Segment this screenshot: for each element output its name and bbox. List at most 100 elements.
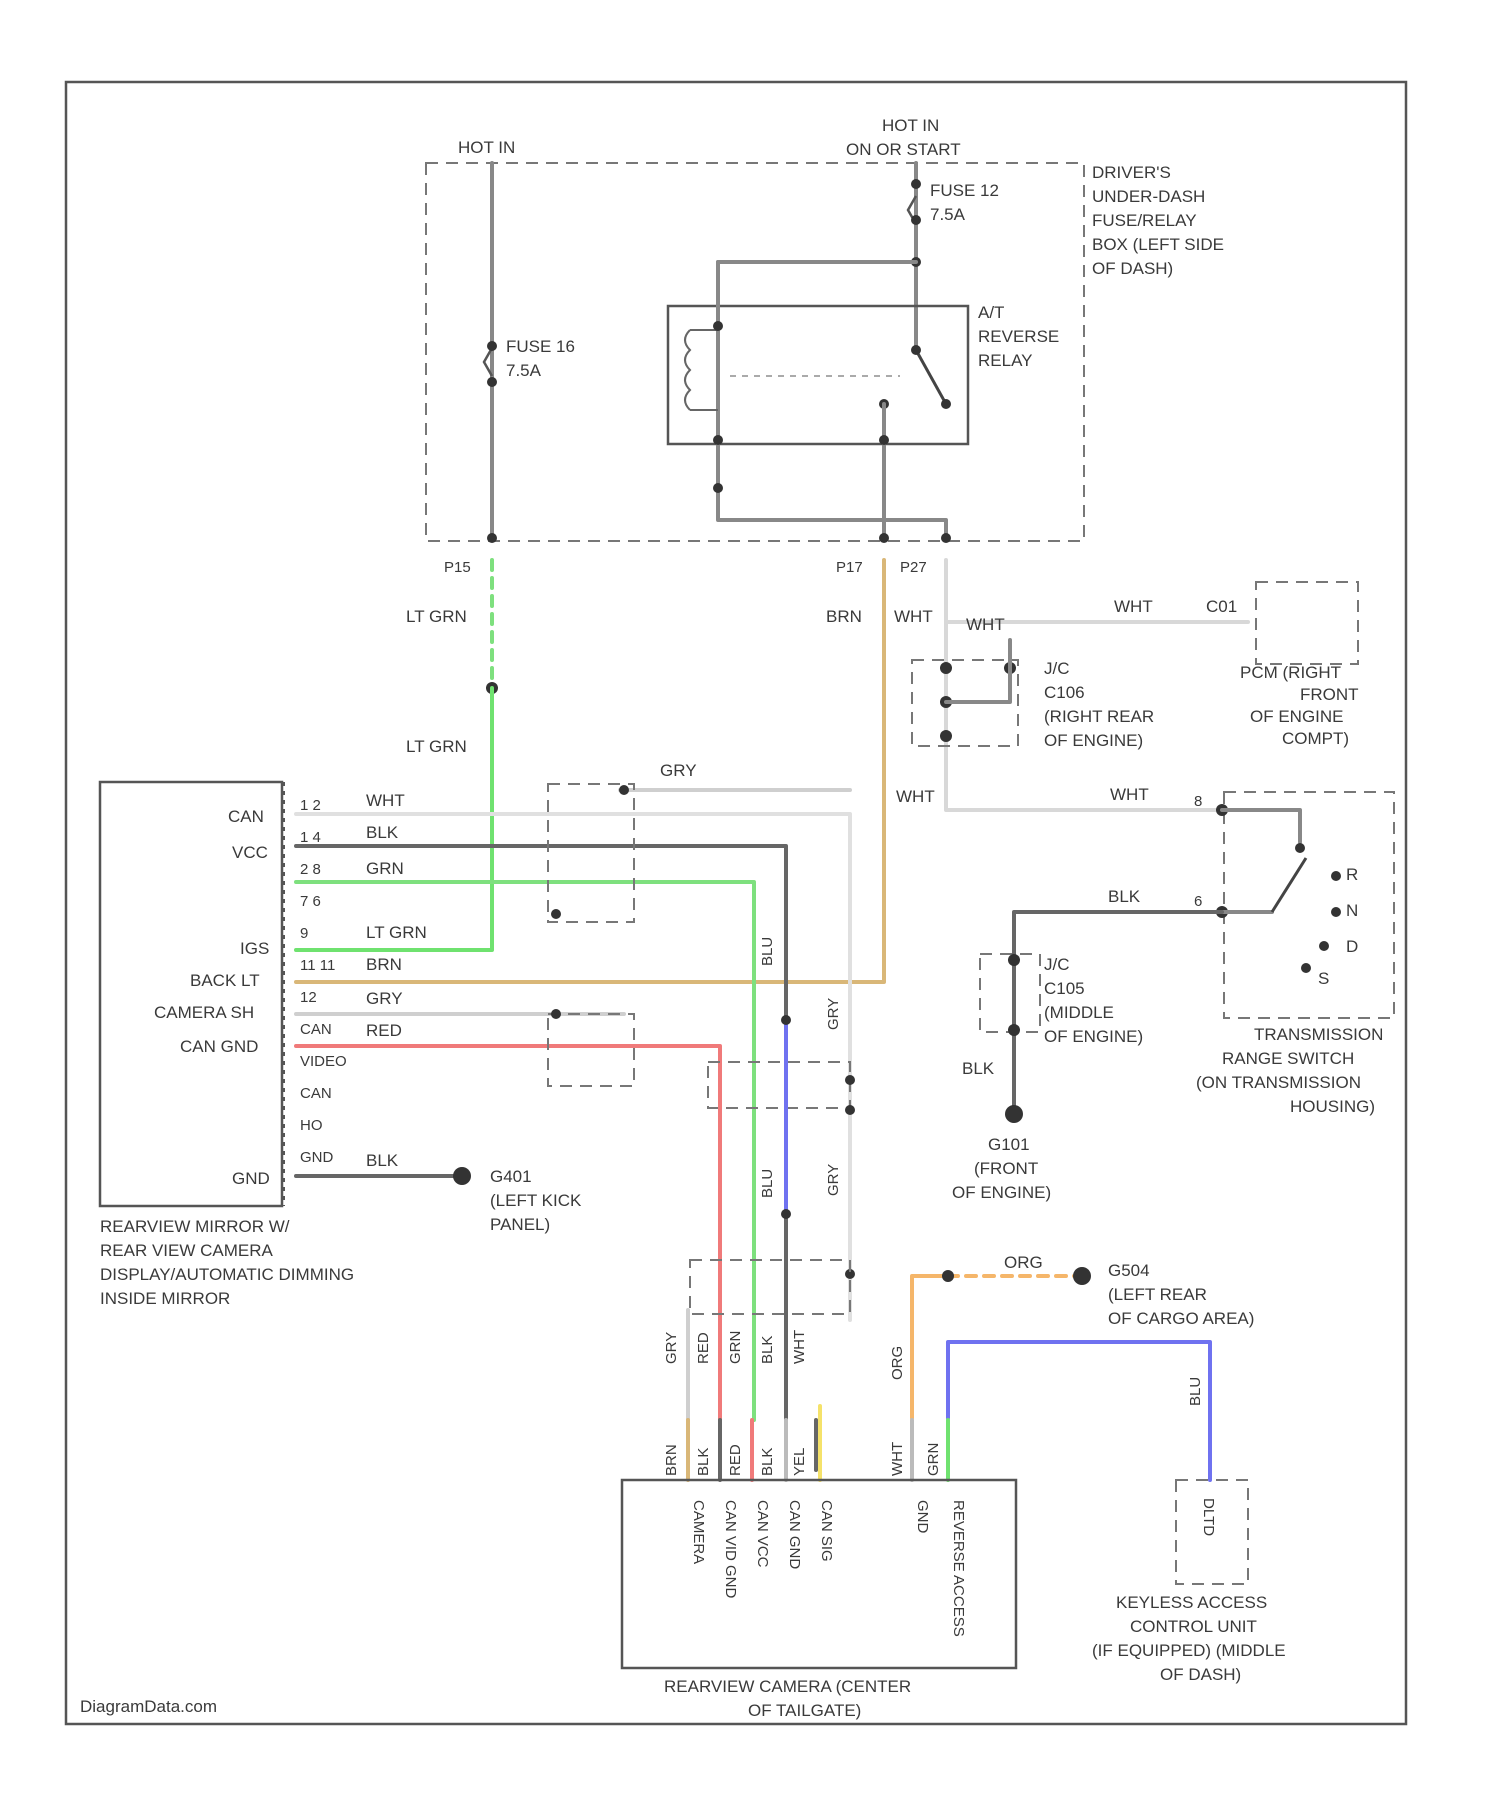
jc-node <box>940 730 952 742</box>
gry-label: GRY <box>825 1164 842 1196</box>
svg-text:REAR VIEW CAMERA: REAR VIEW CAMERA <box>100 1241 274 1260</box>
svg-text:(ON TRANSMISSION: (ON TRANSMISSION <box>1196 1073 1361 1092</box>
relay-label: RELAY <box>978 351 1033 370</box>
pin-p17: P17 <box>836 559 863 576</box>
shield-box <box>690 1260 850 1314</box>
pin-p27: P27 <box>900 559 927 576</box>
keyless-pin: DLTD <box>1200 1498 1217 1536</box>
svg-text:RED: RED <box>695 1332 712 1364</box>
gry-label: GRY <box>366 989 403 1008</box>
svg-text:KEYLESS ACCESS: KEYLESS ACCESS <box>1116 1593 1267 1612</box>
svg-text:CAN GND: CAN GND <box>786 1500 803 1569</box>
relay-node <box>879 435 889 445</box>
svg-text:9: 9 <box>300 925 308 942</box>
svg-text:BOX (LEFT SIDE: BOX (LEFT SIDE <box>1092 235 1224 254</box>
svg-text:INSIDE MIRROR: INSIDE MIRROR <box>100 1289 230 1308</box>
svg-text:1 4: 1 4 <box>300 829 321 846</box>
svg-text:7 6: 7 6 <box>300 893 321 910</box>
lt-grn-wire <box>296 688 492 950</box>
svg-text:REVERSE ACCESS: REVERSE ACCESS <box>950 1500 967 1637</box>
blk-label: BLK <box>962 1059 995 1078</box>
camera-pin-labels: CAMERA CAN VID GND CAN VCC CAN GND CAN S… <box>690 1500 967 1637</box>
svg-text:12: 12 <box>300 989 317 1006</box>
svg-text:J/C: J/C <box>1044 659 1070 678</box>
svg-text:CAN: CAN <box>300 1085 332 1102</box>
range-pos-node <box>1331 907 1341 917</box>
relay-node <box>713 321 723 331</box>
svg-text:OF DASH): OF DASH) <box>1092 259 1173 278</box>
wht-label: WHT <box>966 615 1005 634</box>
grn-wire <box>296 882 754 1420</box>
svg-text:GND: GND <box>914 1500 931 1534</box>
wht-label: WHT <box>896 787 935 806</box>
jc-node <box>940 662 952 674</box>
gry-label: GRY <box>825 998 842 1030</box>
svg-text:COMPT): COMPT) <box>1282 729 1349 748</box>
svg-text:VIDEO: VIDEO <box>300 1053 347 1070</box>
pin-node <box>879 533 889 543</box>
svg-text:HOUSING): HOUSING) <box>1290 1097 1375 1116</box>
svg-text:OF ENGINE): OF ENGINE) <box>1044 731 1143 750</box>
red-label: RED <box>366 1021 402 1040</box>
svg-text:HO: HO <box>300 1117 323 1134</box>
svg-text:DISPLAY/AUTOMATIC DIMMING: DISPLAY/AUTOMATIC DIMMING <box>100 1265 354 1284</box>
jc-node <box>1008 954 1020 966</box>
splice-node <box>781 1209 791 1219</box>
svg-text:PANEL): PANEL) <box>490 1215 550 1234</box>
watermark: DiagramData.com <box>80 1697 217 1716</box>
svg-text:OF ENGINE: OF ENGINE <box>1250 707 1344 726</box>
blu-keyless-wire <box>948 1342 1210 1480</box>
range-pos-node <box>1331 871 1341 881</box>
shield-box <box>708 1062 850 1108</box>
c01-label: C01 <box>1206 597 1237 616</box>
svg-text:WHT: WHT <box>791 1330 808 1364</box>
mirror-pin-labels: CAN VCC IGS BACK LT CAMERA SH CAN GND GN… <box>154 807 270 1188</box>
svg-text:DRIVER'S: DRIVER'S <box>1092 163 1171 182</box>
ground-g504-label: G504 (LEFT REAR OF CARGO AREA) <box>1108 1261 1254 1328</box>
svg-text:GND: GND <box>232 1169 270 1188</box>
mirror-label: REARVIEW MIRROR W/ REAR VIEW CAMERA DISP… <box>100 1217 354 1308</box>
blu-label: BLU <box>759 937 776 966</box>
fuse16-label: FUSE 16 <box>506 337 575 356</box>
relay-node <box>941 399 951 409</box>
svg-text:G504: G504 <box>1108 1261 1150 1280</box>
svg-text:11 11: 11 11 <box>300 957 335 974</box>
hot-in-right-label: HOT IN <box>882 116 939 135</box>
ground-g401-label: G401 (LEFT KICK PANEL) <box>490 1167 582 1234</box>
range-switch-box <box>1224 792 1394 1018</box>
svg-text:OF CARGO AREA): OF CARGO AREA) <box>1108 1309 1254 1328</box>
svg-text:PCM (RIGHT: PCM (RIGHT <box>1240 663 1341 682</box>
svg-text:RANGE SWITCH: RANGE SWITCH <box>1222 1049 1354 1068</box>
svg-text:YEL: YEL <box>791 1448 808 1476</box>
svg-text:C105: C105 <box>1044 979 1085 998</box>
svg-text:RED: RED <box>727 1444 744 1476</box>
svg-text:OF ENGINE): OF ENGINE) <box>952 1183 1051 1202</box>
svg-text:CAN: CAN <box>300 1021 332 1038</box>
splice-node <box>781 1015 791 1025</box>
grn-label: GRN <box>366 859 404 878</box>
relay-node <box>713 435 723 445</box>
svg-text:(RIGHT REAR: (RIGHT REAR <box>1044 707 1154 726</box>
svg-text:REARVIEW MIRROR W/: REARVIEW MIRROR W/ <box>100 1217 290 1236</box>
pin-node <box>941 533 951 543</box>
range-pos-d: D <box>1346 937 1358 956</box>
blu-label: BLU <box>759 1169 776 1198</box>
blk-label: BLK <box>1108 887 1141 906</box>
blk-label: BLK <box>366 823 399 842</box>
brn-label: BRN <box>366 955 402 974</box>
range-pin-b: 6 <box>1194 893 1202 910</box>
svg-text:CAN VCC: CAN VCC <box>754 1500 771 1568</box>
blk-label: BLK <box>366 1151 399 1170</box>
svg-text:(LEFT KICK: (LEFT KICK <box>490 1191 582 1210</box>
jc-c106-wire <box>946 640 1010 702</box>
brn-wire <box>296 560 884 982</box>
fuse12-node <box>911 179 921 189</box>
jc-node <box>1008 1024 1020 1036</box>
svg-text:UNDER-DASH: UNDER-DASH <box>1092 187 1205 206</box>
svg-text:2 8: 2 8 <box>300 861 321 878</box>
ground-g101-label: G101 (FRONT OF ENGINE) <box>952 1135 1051 1202</box>
fuse16-node <box>487 341 497 351</box>
svg-text:CAMERA SH: CAMERA SH <box>154 1003 254 1022</box>
relay-coil <box>685 330 690 410</box>
